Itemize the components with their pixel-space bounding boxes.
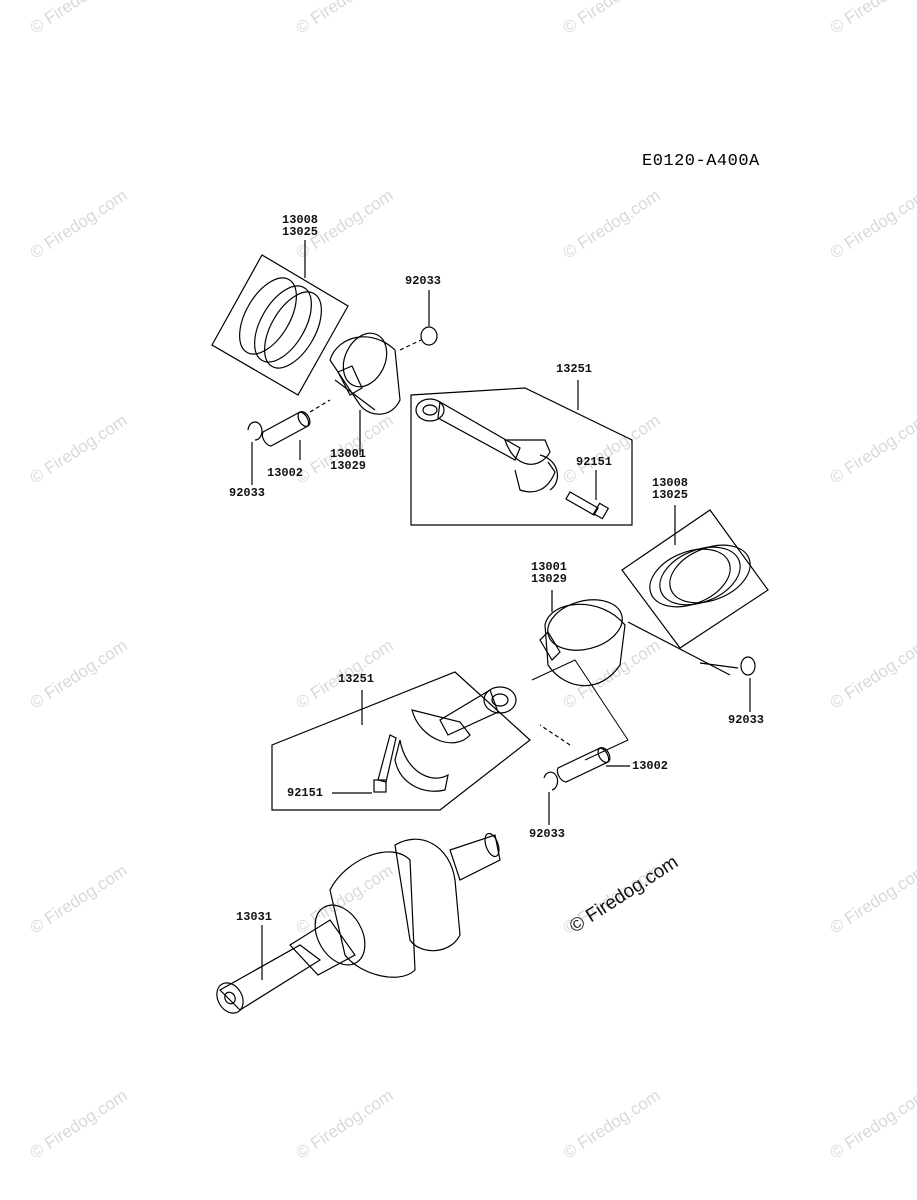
piston-ring-icon [669,544,751,604]
part-label: 92033 [229,486,266,500]
crankshaft-icon [216,832,501,1014]
piston-ring-icon [649,548,731,608]
part-label: 92151 [287,786,324,800]
piston-ring-icon [659,546,741,606]
diagram-code: E0120-A400A [642,152,760,171]
part-label: 13025 [282,225,319,239]
part-label: 13029 [531,572,568,586]
part-label: 13002 [632,759,669,773]
conrod-box-mid [271,671,531,811]
conrod-box-top [410,387,633,526]
part-label: 13001 [330,447,367,461]
piston-ring-icon [239,277,297,355]
circlip-icon [543,771,559,791]
part-label: 92151 [576,455,613,469]
bolt-icon [373,734,397,793]
part-label: 92033 [728,713,765,727]
piston-pin-icon [556,747,611,783]
piston-ring-icon [264,291,322,369]
part-label: 13001 [531,560,568,574]
part-label: 13029 [330,459,367,473]
part-label: 13008 [652,476,689,490]
rings-box-mid [621,509,769,649]
bolt-icon [565,491,610,520]
part-label: 13251 [338,672,375,686]
part-label: 13031 [236,910,273,924]
piston-pin-icon [261,411,311,447]
part-label: 13025 [652,488,689,502]
connecting-rod-icon [415,398,558,493]
circlip-icon [740,656,756,676]
piston-icon [329,332,401,415]
part-label: 13002 [267,466,304,480]
circlip-icon [420,326,438,346]
connecting-rod-icon [394,686,517,792]
part-label: 13008 [282,213,319,227]
circlip-icon [247,421,263,441]
part-label: 92033 [529,827,566,841]
rings-box-top [211,254,349,396]
piston-icon [539,599,626,687]
piston-ring-icon [254,285,312,363]
part-label: 13251 [556,362,593,376]
part-label: 92033 [405,274,442,288]
